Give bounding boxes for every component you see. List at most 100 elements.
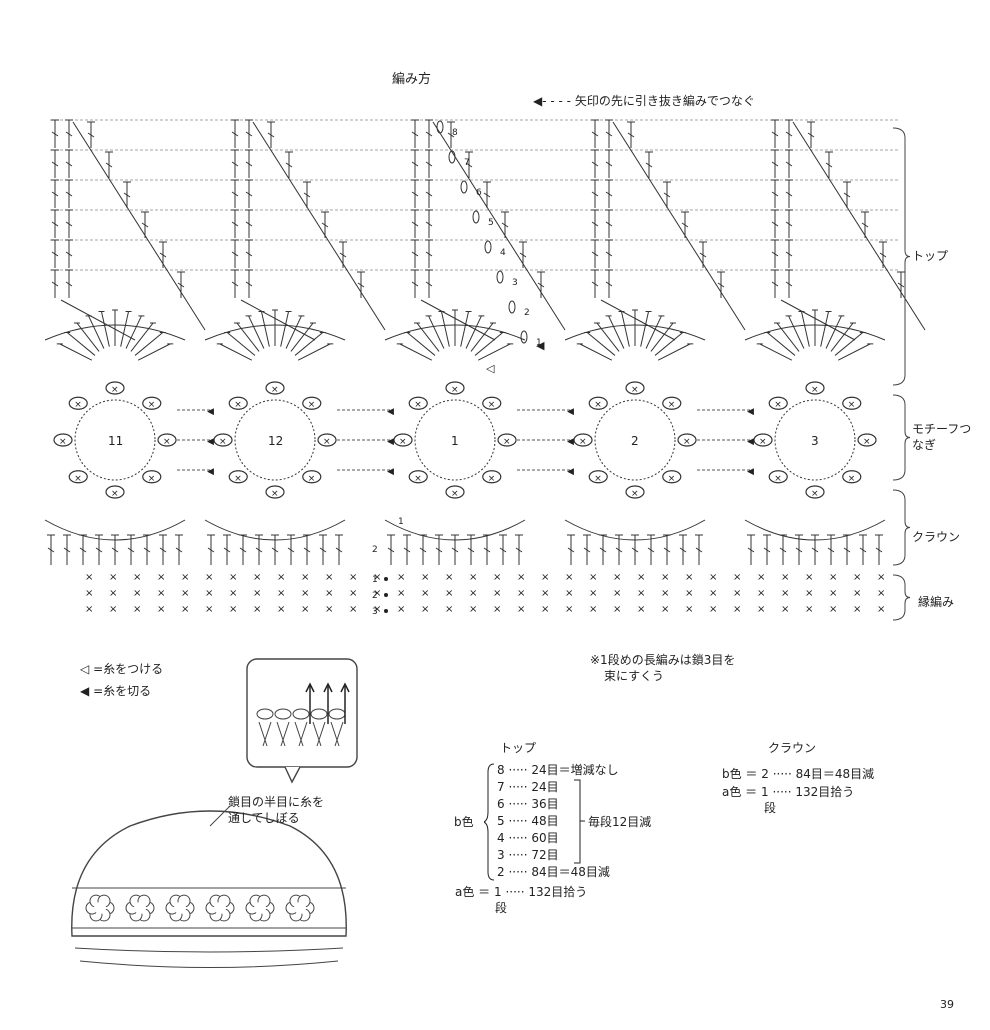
attach-yarn-marker: ◁ [486, 362, 495, 375]
fan-stitch [66, 332, 96, 356]
top-stitch-bar [605, 161, 613, 167]
edging-stitch: × [733, 604, 741, 615]
edging-row-number: 1 [372, 575, 378, 585]
motif-petal [768, 470, 788, 484]
stitch-post [330, 721, 344, 747]
edging-stitch: × [373, 588, 381, 599]
top-stitch-bar [65, 131, 73, 137]
top-stitch-bar [785, 191, 793, 197]
motif-cross: × [759, 437, 767, 447]
label-top: トップ [912, 249, 949, 263]
edging-stitch: × [709, 604, 717, 615]
top-stitch-bar [231, 191, 239, 197]
edging-stitch: × [877, 572, 885, 583]
motif-cross: × [811, 489, 819, 499]
page-number: 39 [940, 998, 954, 1011]
motif-petal [482, 396, 502, 410]
slip-chain [508, 300, 516, 314]
edging-stitch: × [565, 604, 573, 615]
fan-arc [44, 324, 186, 341]
crown-stitch-bar [435, 547, 443, 553]
top-stitch-bar [285, 162, 293, 168]
stitch-post [294, 721, 308, 747]
top-row-6: 6 ····· 36目 [497, 797, 559, 811]
label-edging: 縁編み [918, 595, 955, 609]
edging-stitch: × [661, 572, 669, 583]
edging-stitch: × [181, 572, 189, 583]
fan-arc [204, 324, 346, 341]
crown-stitch-bar [599, 547, 607, 553]
fan-stitch [579, 343, 613, 361]
top-stitch-bar [177, 282, 185, 288]
motif-petal [213, 433, 233, 447]
top-row-3: 3 ····· 72目 [497, 848, 559, 862]
top-row-4: 4 ····· 60目 [497, 831, 559, 845]
top-table-heading: トップ [500, 741, 537, 755]
chain-loop [292, 708, 310, 720]
motif-petal [408, 396, 428, 410]
stitch-post [312, 721, 326, 747]
motif-petal [265, 485, 285, 499]
motif-petal [445, 381, 465, 395]
chain-detail-callout [246, 658, 358, 768]
motif-petal [805, 381, 825, 395]
top-stitch-bar [591, 131, 599, 137]
edging-stitch: × [181, 588, 189, 599]
crown-stitch-bar [79, 547, 87, 553]
motif-cross: × [631, 489, 639, 499]
fan-line [780, 299, 856, 341]
edging-stitch: × [613, 588, 621, 599]
flower-center [294, 902, 306, 914]
motif-cross: × [234, 400, 242, 410]
top-stitch-bar [105, 162, 113, 168]
open-triangle-icon: ◁ [80, 662, 90, 676]
flower-center [214, 902, 226, 914]
join-arrowhead: ◀ [567, 467, 574, 477]
edging-stitch: × [181, 604, 189, 615]
hat-note-line2: 通してしぼる [228, 811, 300, 825]
edging-row-number: 3 [372, 607, 378, 617]
motif-petal [768, 396, 788, 410]
top-stitch-bar [65, 161, 73, 167]
top-stitch-bar [771, 161, 779, 167]
motif-petal [842, 396, 862, 410]
edging-row-dot [384, 577, 388, 581]
top-stitch-bar [591, 221, 599, 227]
decrease-line [72, 121, 206, 331]
motif-petal [842, 470, 862, 484]
crown-stitch-bar [795, 547, 803, 553]
edging-stitch: × [325, 604, 333, 615]
callout-pointer [284, 766, 301, 784]
section-brace [892, 574, 911, 621]
fan-stitch [260, 311, 270, 347]
motif-petal [302, 470, 322, 484]
hat-brim-line [74, 947, 344, 953]
top-stitch-bar [501, 222, 509, 228]
crown-stitch-bar [875, 547, 883, 553]
top-stitch-bar [65, 191, 73, 197]
motif-petal [157, 433, 177, 447]
pull-arrowhead [340, 682, 350, 693]
top-stitch-bar [591, 161, 599, 167]
fan-stitch [460, 311, 470, 347]
fan-stitch [800, 311, 810, 347]
top-stitch-bar [231, 161, 239, 167]
top-stitch-bar [425, 191, 433, 197]
hat-outline [71, 810, 347, 937]
motif-ring [774, 399, 856, 481]
fan-line [240, 299, 316, 341]
motif-petal [68, 470, 88, 484]
top-stitch-bar [65, 251, 73, 257]
motif-petal [68, 396, 88, 410]
top-stitch-bar [699, 252, 707, 258]
top-stitch-bar [245, 161, 253, 167]
top-stitch-bar [425, 251, 433, 257]
top-stitch-bar [681, 222, 689, 228]
join-arrowhead: ◀ [207, 467, 214, 477]
fan-stitch [640, 311, 650, 347]
edging-stitch: × [685, 588, 693, 599]
crown-stitch-bar [143, 547, 151, 553]
edging-stitch: × [685, 604, 693, 615]
edging-stitch: × [109, 588, 117, 599]
edging-stitch: × [877, 604, 885, 615]
